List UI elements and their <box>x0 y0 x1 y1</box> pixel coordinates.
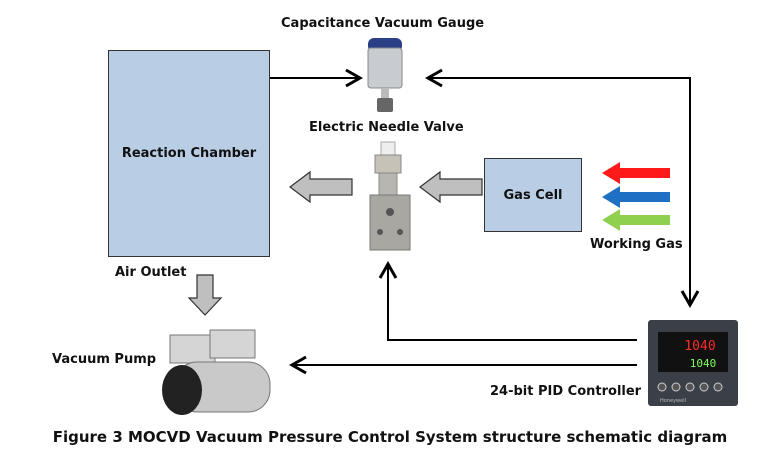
controller-gauge-line <box>424 68 691 303</box>
pump-label: Vacuum Pump <box>52 352 157 367</box>
valve-label: Electric Needle Valve <box>309 120 464 135</box>
pv-display: 1040 <box>684 339 715 354</box>
gas-blue-arrow <box>602 186 670 208</box>
working-gas-label: Working Gas <box>590 237 683 252</box>
gas-cell-label: Gas Cell <box>503 187 563 203</box>
vacuum-gauge-image <box>367 38 403 112</box>
brand-logo: Honeywell <box>660 398 686 404</box>
pid-controller-image: 1040 1040 Honeywell <box>648 320 738 406</box>
reaction-chamber-label: Reaction Chamber <box>121 146 257 161</box>
vacuum-pump-image <box>162 329 271 415</box>
gascell-to-valve-block-arrow <box>419 170 483 204</box>
sp-display: 1040 <box>690 357 717 370</box>
gas-green-arrow <box>602 209 670 231</box>
gas-cell: Gas Cell <box>484 158 582 232</box>
controller-to-valve-arrow <box>378 260 637 341</box>
figure-caption: Figure 3 MOCVD Vacuum Pressure Control S… <box>52 428 728 446</box>
gas-red-arrow <box>602 162 670 184</box>
gauge-label: Capacitance Vacuum Gauge <box>281 16 485 31</box>
controller-label: 24-bit PID Controller <box>490 384 642 399</box>
air-outlet-label: Air Outlet <box>115 265 187 280</box>
reaction-chamber: Reaction Chamber <box>108 50 270 257</box>
valve-to-chamber-block-arrow <box>289 170 353 204</box>
needle-valve-image <box>369 141 411 251</box>
air-outlet-block-arrow <box>187 274 223 316</box>
